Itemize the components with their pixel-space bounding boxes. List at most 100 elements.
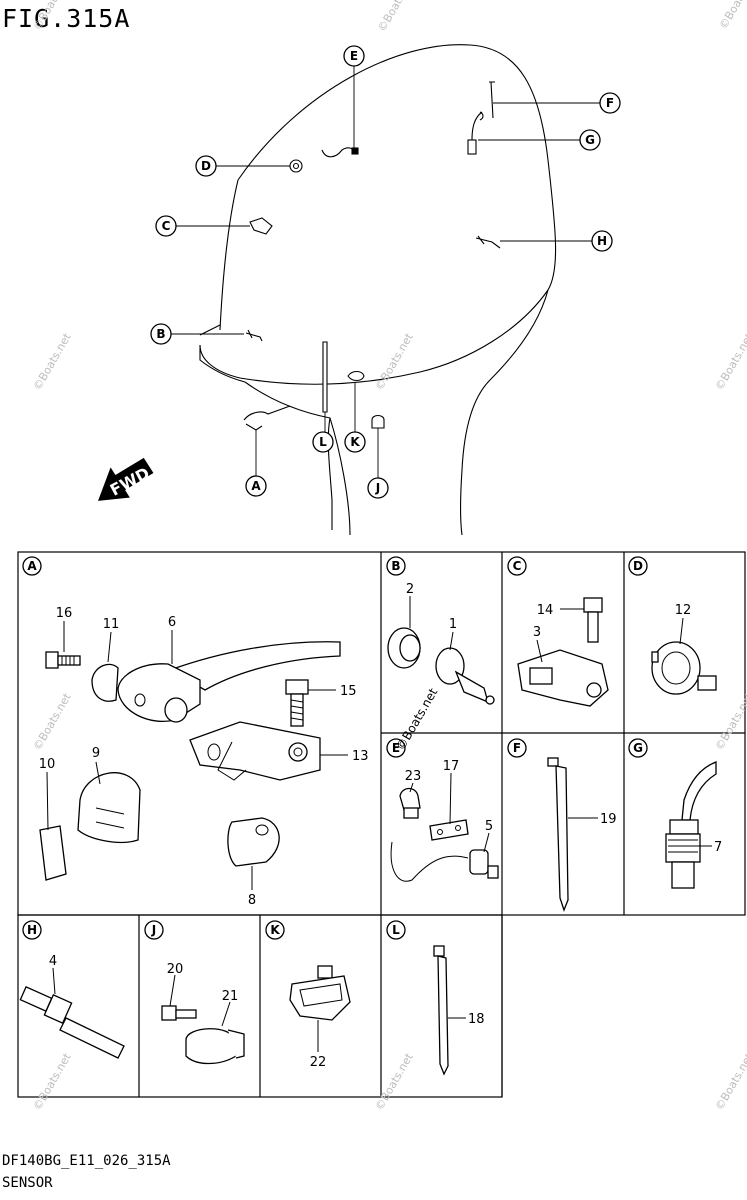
part-6-sensor <box>117 641 341 723</box>
svg-text:2: 2 <box>406 582 414 597</box>
part-4-sensor <box>19 986 125 1059</box>
part-14-bolt <box>583 597 603 643</box>
part-17-bracket <box>429 819 469 841</box>
watermarks: ©Boats.net ©Boats.net ©Boats.net ©Boats.… <box>31 0 747 1113</box>
part-23-clip <box>399 787 421 819</box>
svg-text:©Boats.net: ©Boats.net <box>375 0 418 34</box>
callout-A: A <box>245 475 267 497</box>
part-19-tie <box>547 757 569 912</box>
part-7-sensor <box>665 761 717 889</box>
svg-text:©Boats.net: ©Boats.net <box>373 1050 416 1112</box>
svg-text:21: 21 <box>222 989 239 1004</box>
panel-label-B: B <box>386 556 406 576</box>
svg-text:L: L <box>392 923 400 937</box>
svg-text:23: 23 <box>405 769 422 784</box>
panel-label-C: C <box>507 556 527 576</box>
figure-code: DF140BG_E11_026_315A <box>2 1153 171 1169</box>
callout-K: K <box>344 431 366 453</box>
svg-text:E: E <box>392 741 400 755</box>
svg-text:12: 12 <box>675 603 692 618</box>
svg-text:J: J <box>375 481 380 495</box>
svg-text:G: G <box>633 741 643 755</box>
panel-label-G: G <box>628 738 648 758</box>
panel-grid <box>17 551 746 1098</box>
svg-text:J: J <box>151 923 156 937</box>
svg-text:3: 3 <box>533 625 541 640</box>
panel-A-parts: 16 11 6 15 9 13 10 8 <box>39 606 369 908</box>
svg-text:©Boats.net: ©Boats.net <box>713 330 747 392</box>
svg-text:C: C <box>162 219 171 233</box>
svg-text:22: 22 <box>310 1055 327 1070</box>
part-16-bolt <box>45 651 81 669</box>
svg-text:16: 16 <box>56 606 73 621</box>
svg-text:L: L <box>319 435 327 449</box>
svg-text:14: 14 <box>537 603 554 618</box>
svg-text:A: A <box>27 559 37 573</box>
svg-text:1: 1 <box>449 617 457 632</box>
callout-D: D <box>195 155 217 177</box>
svg-text:A: A <box>251 479 261 493</box>
svg-text:15: 15 <box>340 684 357 699</box>
overview-parts <box>243 81 501 431</box>
svg-text:G: G <box>585 133 595 147</box>
part-5-sensor <box>390 841 499 882</box>
svg-text:5: 5 <box>485 819 493 834</box>
svg-text:E: E <box>350 49 358 63</box>
panel-F-parts: 19 <box>547 757 617 912</box>
svg-text:F: F <box>606 96 614 110</box>
svg-text:4: 4 <box>49 954 57 969</box>
fwd-arrow-icon: FWD <box>98 457 154 501</box>
svg-text:11: 11 <box>103 617 120 632</box>
panel-C-parts: 14 3 <box>517 597 609 707</box>
svg-text:©Boats.net: ©Boats.net <box>31 690 74 752</box>
part-11-grommet <box>91 663 119 702</box>
svg-text:19: 19 <box>600 812 617 827</box>
figure-title: FIG.315A <box>2 4 131 33</box>
panel-L-parts: 18 <box>433 945 485 1076</box>
svg-text:H: H <box>27 923 37 937</box>
svg-text:9: 9 <box>92 746 100 761</box>
part-21-clamp <box>185 1028 245 1065</box>
panel-label-K: K <box>265 920 285 940</box>
part-10-cushion <box>39 825 67 881</box>
svg-text:©Boats.net: ©Boats.net <box>373 330 416 392</box>
panel-B-parts: 2 1 <box>387 582 495 705</box>
panel-label-D: D <box>628 556 648 576</box>
callout-E: E <box>343 45 365 67</box>
callout-C: C <box>155 215 177 237</box>
svg-text:H: H <box>597 234 607 248</box>
svg-text:D: D <box>201 159 211 173</box>
callout-F: F <box>599 92 621 114</box>
part-1-sensor <box>435 647 495 705</box>
svg-text:20: 20 <box>167 962 184 977</box>
panel-G-parts: 7 <box>665 761 722 889</box>
svg-text:17: 17 <box>443 759 460 774</box>
part-22-clip <box>289 965 351 1021</box>
svg-text:F: F <box>513 741 521 755</box>
panel-label-E: E <box>386 738 406 758</box>
part-13-bracket <box>189 721 321 781</box>
svg-text:10: 10 <box>39 757 56 772</box>
panel-label-F: F <box>507 738 527 758</box>
figure-name: SENSOR <box>2 1175 53 1191</box>
svg-text:18: 18 <box>468 1012 485 1027</box>
callout-J: J <box>367 477 389 499</box>
svg-text:K: K <box>350 435 360 449</box>
panel-D-parts: 12 <box>651 603 717 695</box>
part-18-tie <box>433 945 449 1076</box>
part-15-bolt <box>285 679 309 727</box>
svg-text:©Boats.net: ©Boats.net <box>31 1050 74 1112</box>
svg-text:K: K <box>270 923 280 937</box>
svg-text:D: D <box>633 559 643 573</box>
svg-text:B: B <box>391 559 400 573</box>
part-9-clamp <box>77 772 141 843</box>
panel-E-parts: 23 17 5 <box>390 759 499 882</box>
svg-text:©Boats.net: ©Boats.net <box>717 0 747 32</box>
svg-text:B: B <box>156 327 165 341</box>
panel-label-H: H <box>22 920 42 940</box>
svg-text:©Boats.net: ©Boats.net <box>713 690 747 752</box>
part-12-knock-sensor <box>651 641 717 695</box>
callout-B: B <box>150 323 172 345</box>
overview-leaders <box>171 66 600 478</box>
